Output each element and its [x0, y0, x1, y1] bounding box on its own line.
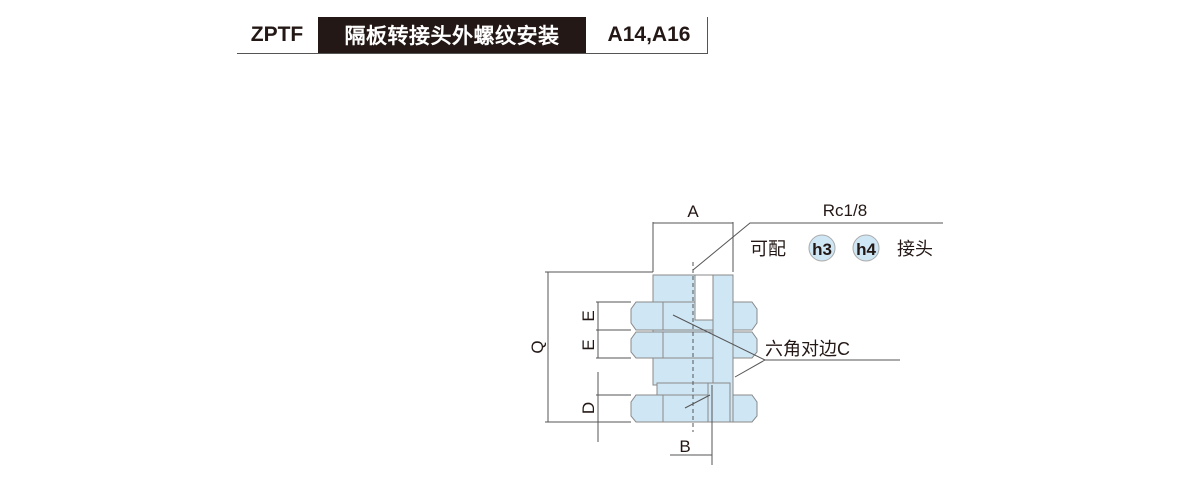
product-title: 隔板转接头外螺纹安装	[318, 17, 586, 53]
product-code: ZPTF	[250, 23, 304, 46]
hex-nut-middle	[630, 331, 758, 359]
dim-e2-label: E	[579, 339, 598, 350]
h3-label: h3	[812, 240, 832, 259]
fitting-body	[630, 274, 758, 423]
compat-prefix: 可配	[750, 239, 786, 259]
h4-label: h4	[856, 240, 876, 259]
header-underline	[237, 53, 707, 54]
dim-q-label: Q	[528, 340, 547, 353]
hex-across-flats-label: 六角对边C	[765, 339, 850, 359]
h3-badge	[808, 234, 836, 262]
dim-b-label: B	[679, 437, 690, 456]
compat-suffix: 接头	[897, 239, 933, 259]
applicable-models: A14,A16	[607, 23, 691, 46]
dim-d-label: D	[579, 402, 598, 414]
dim-a-label: A	[687, 202, 699, 221]
hex-nut-bottom	[630, 394, 758, 423]
header-end-divider	[707, 17, 708, 54]
thread-label: Rc1/8	[823, 201, 867, 220]
h4-badge	[852, 234, 880, 262]
dim-e1-label: E	[579, 310, 598, 321]
